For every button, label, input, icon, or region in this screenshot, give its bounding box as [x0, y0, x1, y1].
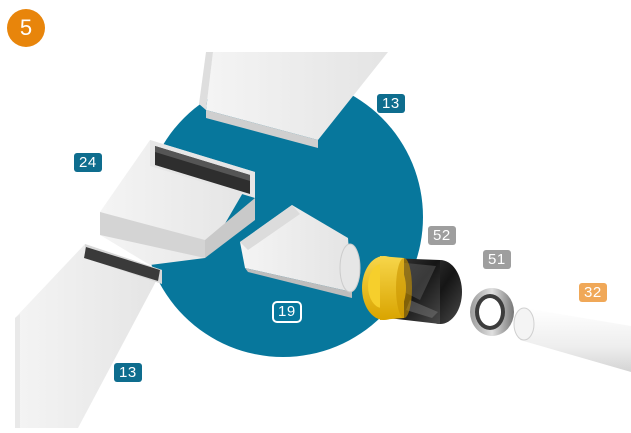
label-pipe: 32 [579, 283, 607, 302]
silencer [362, 256, 462, 324]
step-number-badge: 5 [7, 9, 45, 47]
label-connector: 51 [483, 250, 511, 269]
round-pipe [514, 308, 631, 372]
label-duct-bottom: 13 [114, 363, 142, 382]
label-adapter: 19 [272, 301, 302, 323]
connector-ring [470, 288, 514, 336]
label-duct-top: 13 [377, 94, 405, 113]
label-bend: 24 [74, 153, 102, 172]
rectangular-duct-bottom [15, 244, 162, 428]
label-silencer: 52 [428, 226, 456, 245]
